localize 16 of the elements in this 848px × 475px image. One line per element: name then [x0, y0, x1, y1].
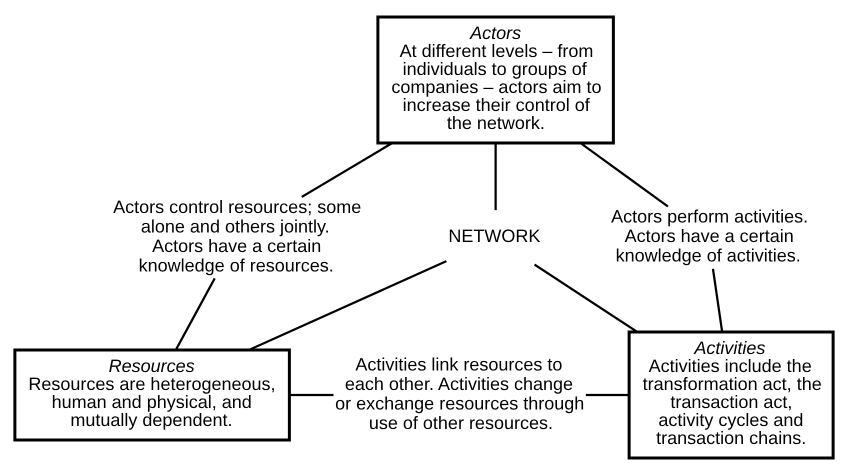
- connector: [301, 142, 393, 198]
- node-box: Resources Resources are heterogeneous, human and physical, and mutually dependent.: [13, 348, 291, 442]
- node-box: Actors At different levels – from individuals to groups of companies – actors aim to increase their control of the network.: [376, 16, 615, 144]
- connector: [580, 142, 669, 208]
- connector: [534, 264, 638, 333]
- node-text: NETWORK: [448, 226, 540, 246]
- connector: [174, 278, 216, 350]
- node-text: Actors control resources; some alone and others jointly. Actors have a certain knowledge of resources.: [113, 196, 362, 276]
- connector: [712, 268, 724, 332]
- node-box: Activities Activities include the transformation act, the transaction act, activity cycles and transaction chains.: [628, 330, 835, 460]
- connector: [248, 260, 447, 351]
- connector: [494, 143, 497, 210]
- node-text: Actors perform activities. Actors have a certain knowledge of activities.: [611, 206, 808, 266]
- connector: [586, 394, 629, 396]
- connector: [290, 394, 334, 396]
- node-text: Activities link resources to each other. Activities change or exchange resources through use of other resources.: [335, 354, 584, 433]
